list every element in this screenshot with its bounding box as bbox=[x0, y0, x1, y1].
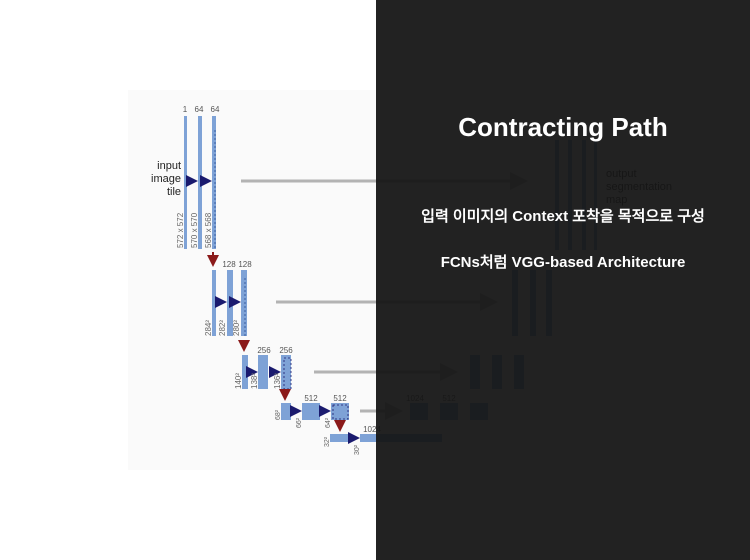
l2-channel-b: 128 bbox=[238, 260, 252, 269]
l4-size-3: 64² bbox=[325, 417, 332, 428]
l1-channel-1: 1 bbox=[183, 105, 188, 114]
description-line-1: 입력 이미지의 Context 포착을 목적으로 구성 bbox=[421, 208, 705, 225]
input-label-line2: image bbox=[151, 173, 181, 185]
level-5-blocks bbox=[330, 434, 378, 442]
block-l4-conv1 bbox=[302, 403, 320, 420]
block-l1-conv2 bbox=[212, 116, 216, 249]
input-label-line3: tile bbox=[167, 186, 181, 198]
block-l5-pool bbox=[330, 434, 348, 442]
block-l5-conv1 bbox=[360, 434, 378, 442]
input-label-line1: input bbox=[157, 160, 181, 172]
l5-size-1: 32² bbox=[324, 436, 331, 447]
l1-size-2: 570 x 570 bbox=[190, 212, 199, 248]
block-l2-pool bbox=[212, 270, 216, 336]
l1-channel-64a: 64 bbox=[195, 105, 204, 114]
block-l2-conv2 bbox=[241, 270, 247, 336]
l4-channel-a: 512 bbox=[304, 394, 318, 403]
block-l3-conv1 bbox=[258, 355, 268, 389]
l3-size-2: 138² bbox=[250, 373, 259, 389]
l3-channel-a: 256 bbox=[257, 346, 271, 355]
l4-size-2: 66² bbox=[296, 417, 303, 428]
level-4-blocks bbox=[281, 403, 349, 420]
description-line-2: FCNs처럼 VGG-based Architecture bbox=[440, 254, 686, 271]
dark-overlay-panel bbox=[376, 0, 750, 560]
slide-title: Contracting Path bbox=[458, 112, 668, 142]
l3-size-1: 140² bbox=[234, 373, 243, 389]
l1-size-1: 572 x 572 bbox=[176, 212, 185, 248]
l2-size-3: 280² bbox=[232, 320, 241, 336]
l4-size-1: 68² bbox=[275, 409, 282, 420]
l2-size-2: 282² bbox=[218, 320, 227, 336]
l4-channel-b: 512 bbox=[333, 394, 347, 403]
block-l1-input bbox=[184, 116, 187, 249]
block-l4-pool bbox=[281, 403, 291, 420]
l3-channel-b: 256 bbox=[279, 346, 293, 355]
block-l3-conv2 bbox=[281, 355, 291, 389]
l1-size-3: 568 x 568 bbox=[204, 212, 213, 248]
block-l3-pool bbox=[242, 355, 248, 389]
l1-channel-64b: 64 bbox=[211, 105, 220, 114]
l5-size-2: 30² bbox=[354, 444, 361, 455]
l2-size-1: 284² bbox=[204, 320, 213, 336]
l2-channel-a: 128 bbox=[222, 260, 236, 269]
l3-size-3: 136² bbox=[273, 373, 282, 389]
block-l4-conv2 bbox=[331, 403, 349, 420]
l5-channel: 1024 bbox=[363, 425, 381, 434]
